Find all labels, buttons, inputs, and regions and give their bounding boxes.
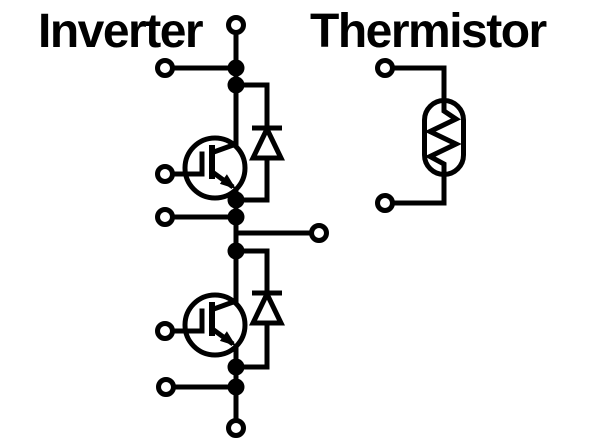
terminal-collector-tap [155, 58, 175, 78]
junction-dot [227, 242, 245, 260]
inverter-circuit: Inverter [38, 5, 329, 438]
junction-dot [227, 378, 245, 396]
terminal-output [309, 223, 329, 243]
inverter-label: Inverter [38, 5, 203, 58]
terminal-dc-bottom [226, 418, 246, 438]
thermistor-label: Thermistor [310, 5, 547, 58]
terminal-gate-high [155, 164, 175, 184]
junction-dot [227, 76, 245, 94]
terminal-thermistor-top [375, 58, 395, 78]
thermistor-bottom-lead [392, 174, 447, 206]
junction-dot [227, 208, 245, 226]
terminal-midpoint-tap [155, 207, 175, 227]
junction-dot [227, 358, 245, 376]
diode-high-side [236, 82, 282, 203]
diode-low-side [236, 248, 282, 370]
thermistor-circuit: Thermistor [310, 5, 548, 213]
junction-dot [227, 59, 245, 77]
junction-dot [227, 191, 245, 209]
thermistor-icon [422, 98, 466, 177]
thermistor-top-lead [392, 65, 447, 101]
terminal-emitter-tap [156, 377, 176, 397]
terminal-dc-top [226, 15, 246, 35]
terminal-thermistor-bottom [375, 193, 395, 213]
terminal-gate-low [155, 321, 175, 341]
